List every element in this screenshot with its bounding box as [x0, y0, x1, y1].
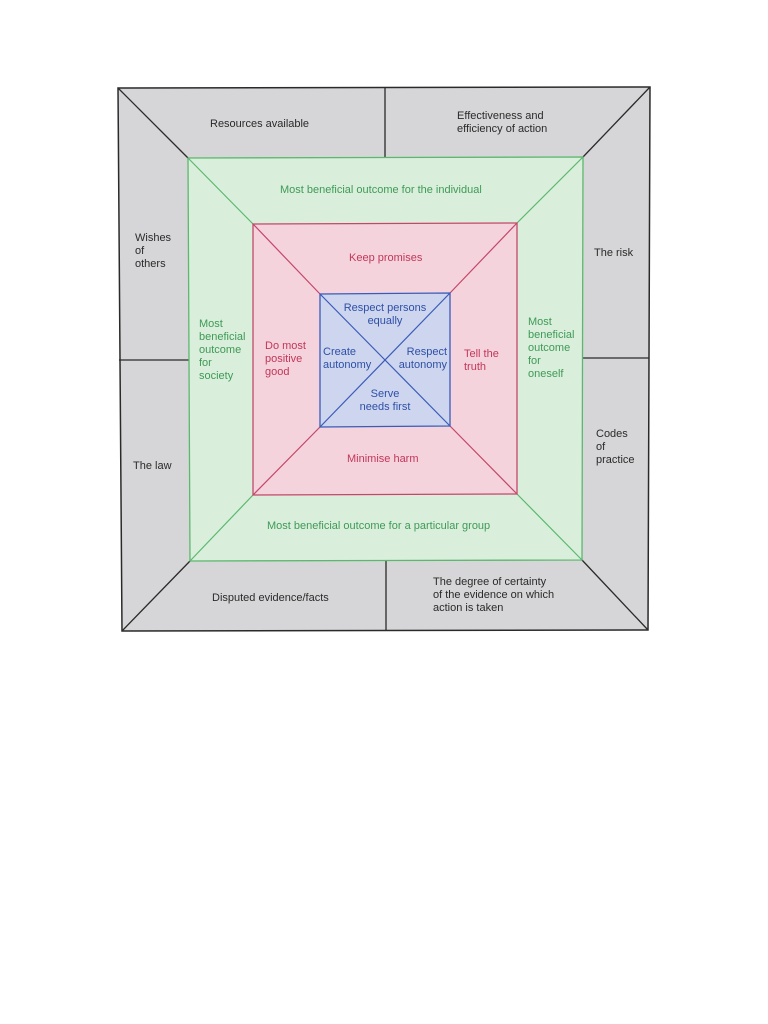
label-disputed-evidence: Disputed evidence/facts	[212, 592, 329, 604]
label-tell-the-truth: Tell the truth	[464, 348, 499, 373]
pink-diagonal-tr	[449, 222, 518, 294]
outer-diagonal-br	[581, 559, 649, 631]
pink-diagonal-br	[449, 425, 518, 495]
label-codes-of-practice: Codes of practice	[596, 428, 635, 466]
label-respect-autonomy: Respect autonomy	[398, 346, 447, 371]
label-outcome-individual: Most beneficial outcome for the individu…	[280, 184, 482, 196]
pink-diagonal-tl	[252, 223, 321, 295]
label-respect-persons-equally: Respect persons equally	[343, 302, 427, 327]
label-outcome-society: Most beneficial outcome for society	[199, 318, 246, 382]
label-degree-of-certainty: The degree of certainty of the evidence …	[433, 576, 555, 614]
green-diagonal-br	[516, 493, 583, 561]
outer-diagonal-bl	[121, 560, 191, 632]
outer-diagonal-tr	[582, 86, 651, 158]
label-serve-needs-first: Serve needs first	[359, 388, 411, 413]
green-diagonal-bl	[189, 494, 254, 562]
green-diagonal-tr	[516, 156, 584, 224]
pink-diagonal-bl	[252, 426, 321, 496]
label-outcome-particular-group: Most beneficial outcome for a particular…	[267, 520, 491, 532]
green-diagonal-tl	[187, 157, 254, 225]
label-the-risk: The risk	[594, 247, 634, 259]
label-create-autonomy: Create autonomy	[323, 346, 372, 371]
label-wishes-of-others: Wishes of others	[135, 232, 172, 270]
outer-diagonal-tl	[117, 87, 189, 159]
label-outcome-oneself: Most beneficial outcome for oneself	[528, 316, 575, 380]
label-resources-available: Resources available	[210, 118, 310, 130]
label-the-law: The law	[133, 460, 172, 472]
blue-diagonal-2	[319, 292, 451, 428]
label-effectiveness-efficiency: Effectiveness and efficiency of action	[457, 110, 548, 135]
label-keep-promises: Keep promises	[349, 252, 423, 264]
label-do-most-positive-good: Do most positive good	[265, 340, 306, 378]
label-minimise-harm: Minimise harm	[347, 453, 419, 465]
